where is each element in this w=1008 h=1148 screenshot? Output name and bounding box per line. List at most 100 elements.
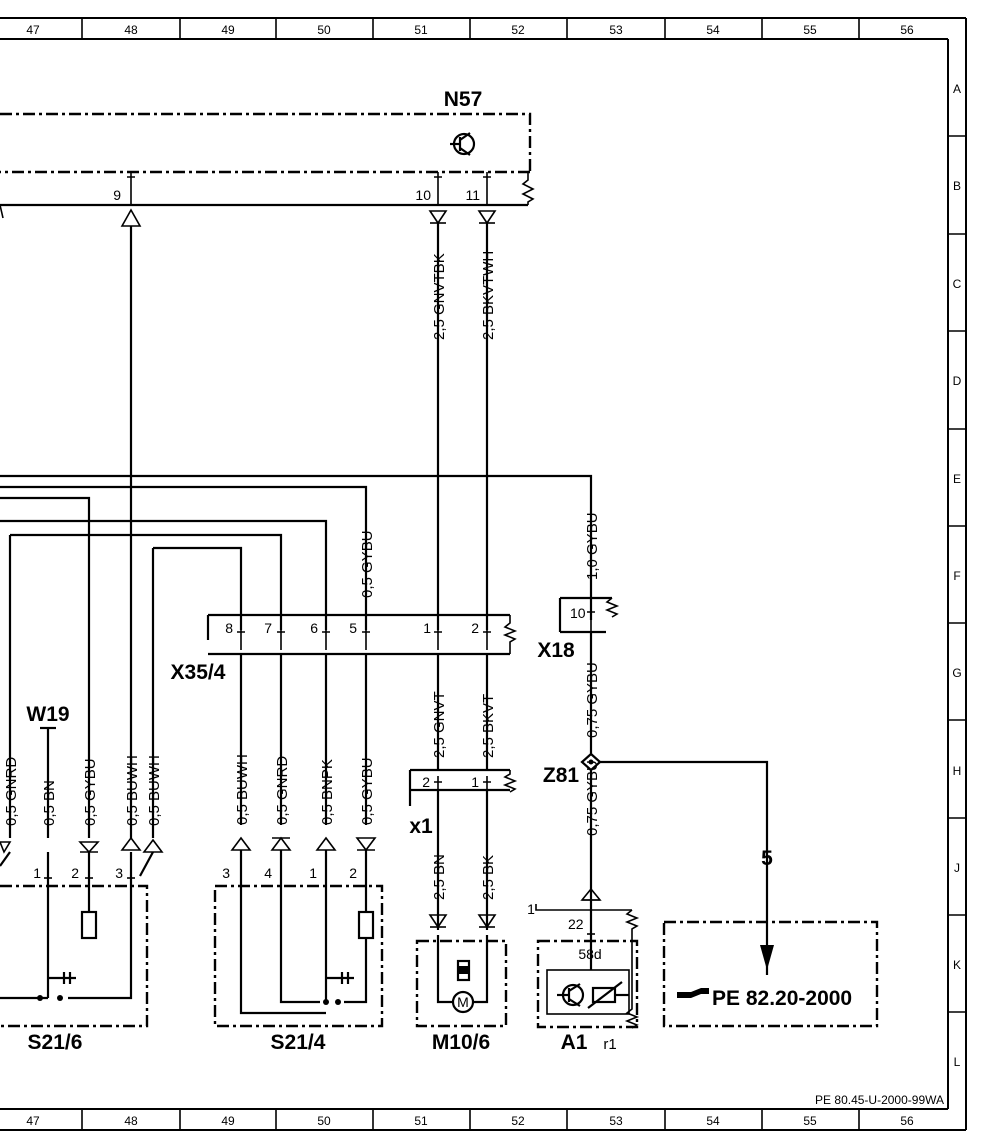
col-label: 53 [609,23,623,37]
a1-cluster: 1 22 58d A1 r1 [527,887,640,1054]
row-label: H [953,764,962,778]
x35-pin-8: 8 [225,620,245,650]
col-label: 51 [414,23,428,37]
svg-text:11: 11 [465,187,480,203]
col-label: 49 [221,1114,235,1128]
s21-6-wire-labels: 0,5 GNRD 0,5 BN 0,5 GYBU 0,5 BUWH 0,5 BU… [3,755,163,826]
x1-label: x1 [409,815,433,838]
col-label: 52 [511,1114,525,1128]
col-label: 54 [706,23,720,37]
svg-text:5: 5 [349,620,357,636]
transistor-icon [450,132,476,156]
svg-text:10: 10 [570,605,586,621]
col-label: 53 [609,1114,623,1128]
x35-pin-7: 7 [264,620,285,650]
svg-text:2: 2 [422,774,430,790]
wire-label: 1,0 GYBU [584,512,601,580]
s21-6-label: S21/6 [28,1031,83,1054]
wire-n57-11: 2,5 BKVTWH [477,210,497,630]
row-label: F [953,569,960,583]
arrow-down-icon [760,945,774,970]
z81-label: Z81 [543,764,580,787]
svg-text:0,5 BUWH: 0,5 BUWH [234,754,251,825]
x1-pin-1: 1 [471,774,491,790]
a1-label: A1 [561,1031,588,1054]
n57-pin-11: 11 [465,172,491,205]
s21-4-pin-2: 2 [349,865,357,881]
x35-pin-1: 1 [423,620,442,650]
x35-pin-6: 6 [310,620,330,650]
svg-text:0,5 BN: 0,5 BN [41,780,58,826]
svg-text:2,5 BN: 2,5 BN [431,854,448,900]
svg-text:0,5 GNRD: 0,5 GNRD [274,756,291,825]
variable-resistor-icon [587,981,629,1009]
x1-pin-2: 2 [422,774,442,790]
svg-text:3: 3 [115,865,123,881]
column-ruler-top: 47 48 49 50 51 52 53 54 55 56 [26,18,914,39]
svg-text:9: 9 [113,187,121,203]
document-id: PE 80.45-U-2000-99WA [815,1093,944,1107]
svg-text:0,5 GYBU: 0,5 GYBU [82,758,99,826]
svg-text:2,5 BKVT: 2,5 BKVT [480,694,497,758]
col-label: 48 [124,1114,138,1128]
svg-text:0,5 BUWH: 0,5 BUWH [124,755,141,826]
svg-text:1: 1 [527,901,535,917]
x35-pin-2: 2 [471,620,491,650]
frame [0,17,967,1131]
row-label: K [953,958,961,972]
col-label: 48 [124,23,138,37]
wires-to-x1: 2,5 GNVT 2,5 BKVT [431,654,497,770]
svg-text:0,75 GYBU: 0,75 GYBU [584,760,601,836]
w19-ground: W19 [26,703,70,838]
row-label: A [953,82,961,96]
s21-4-pin-1: 1 [309,865,317,881]
row-label: L [954,1055,961,1069]
svg-text:1: 1 [33,865,41,881]
col-label: 55 [803,1114,817,1128]
wire-buwh-48 [120,208,142,838]
x35-4-label: X35/4 [171,661,226,684]
svg-text:0,5 BNPK: 0,5 BNPK [319,759,336,825]
col-label: 49 [221,23,235,37]
reference-number: 5 [761,847,773,870]
row-ruler: A B C D E F G H J K L [948,82,966,1069]
svg-text:2: 2 [71,865,79,881]
col-label: 56 [900,23,914,37]
svg-text:M: M [457,994,469,1010]
svg-text:1: 1 [471,774,479,790]
svg-text:0,5 GNRD: 0,5 GNRD [3,757,20,826]
s21-6-pin-1: 1 [33,865,52,881]
motor-icon [451,990,475,1014]
svg-text:22: 22 [568,916,584,932]
lamp-icon [357,910,375,940]
col-label: 47 [26,1114,40,1128]
svg-text:2: 2 [349,865,357,881]
col-label: 52 [511,23,525,37]
svg-text:6: 6 [310,620,318,636]
svg-text:4: 4 [264,865,272,881]
svg-text:8: 8 [225,620,233,636]
wire-label: 2,5 GNVTBK [431,253,448,340]
x35-4-connector: X35/4 8 7 6 5 1 2 [171,613,518,684]
wire-label: 2,5 BKVTWH [480,251,497,340]
svg-text:10: 10 [415,187,431,203]
row-label: D [953,374,962,388]
m10-6-label: M10/6 [432,1031,490,1054]
w19-label: W19 [26,703,69,726]
col-label: 50 [317,23,331,37]
col-label: 50 [317,1114,331,1128]
reference-text: PE 82.20-2000 [712,987,852,1010]
s21-4-switch: 3 4 1 2 S21/4 [213,836,384,1054]
wires-to-s21-4: 0,5 BUWH 0,5 GNRD 0,5 BNPK 0,5 GYBU [234,654,376,825]
svg-text:3: 3 [222,865,230,881]
pointing-hand-icon [677,988,709,998]
s21-4-pin-3: 3 [222,865,230,881]
svg-text:7: 7 [264,620,272,636]
col-label: 47 [26,23,40,37]
row-label: J [954,861,960,875]
s21-4-pin-4: 4 [264,865,272,881]
x18-label: X18 [537,639,575,662]
s21-6-switch: 1 2 3 S21/6 [0,836,164,1054]
reference-box[interactable]: PE 82.20-2000 [662,920,879,1028]
